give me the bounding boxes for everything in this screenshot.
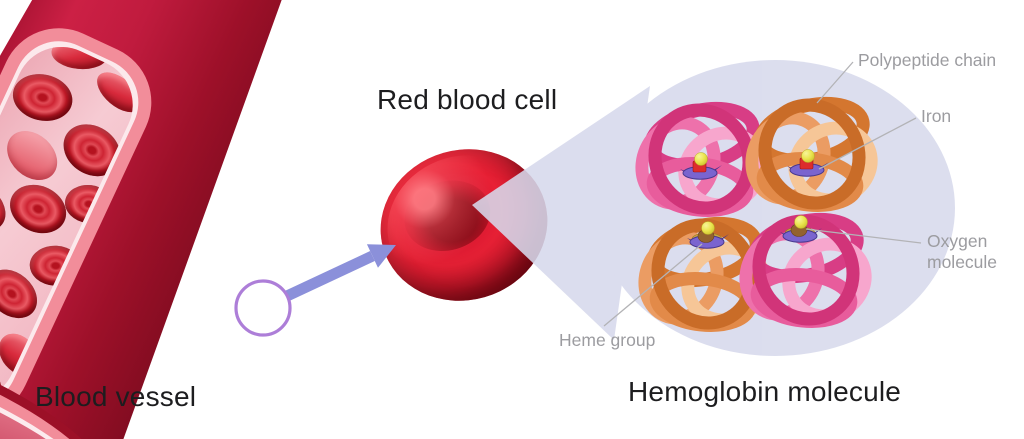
iron-label: Iron [921, 106, 952, 126]
red-blood-cell-small [2, 176, 74, 242]
heme-group-label: Heme group [559, 330, 656, 350]
oxygen-molecule-label: Oxygen molecule [927, 231, 998, 272]
polypeptide-chain-pink [635, 101, 768, 217]
red-blood-cell-illustration [362, 129, 566, 321]
leader-line [603, 243, 703, 327]
polypeptide-chain-label: Polypeptide chain [858, 50, 997, 70]
red-blood-cell-small [63, 182, 115, 226]
polypeptide-chain-pink [739, 212, 872, 328]
vessel-cutaway-window [0, 9, 170, 438]
blood-vessel-label: Blood vessel [35, 381, 197, 412]
heme-group-icon [680, 152, 722, 180]
red-blood-cell-label: Red blood cell [377, 84, 558, 115]
annotation-leader-lines [603, 61, 922, 327]
polypeptide-chain-orange [638, 216, 771, 332]
heme-group-icon [687, 221, 729, 249]
hemoglobin-molecule-label: Hemoglobin molecule [628, 376, 902, 407]
red-blood-cell-small [8, 68, 77, 126]
blood-vessel-illustration [0, 0, 349, 439]
polypeptide-chain-orange [745, 96, 878, 212]
leader-line [816, 61, 854, 104]
leader-line [805, 228, 922, 244]
heme-groups [680, 149, 829, 249]
polypeptide-chains-group [635, 96, 878, 332]
hemoglobin-blob-background [595, 60, 955, 356]
red-blood-cell-small [0, 121, 67, 190]
leader-line [818, 117, 917, 170]
vessel-lumen [0, 32, 148, 415]
zoom-arrow-icon [284, 244, 396, 301]
red-blood-cell-small [0, 326, 47, 383]
heme-group-icon [780, 215, 822, 243]
red-blood-cell-small [54, 114, 130, 187]
highlight-ring-icon [234, 279, 292, 337]
heme-group-icon [787, 149, 829, 177]
red-blood-cell-small [90, 65, 148, 120]
red-blood-cell-small [50, 37, 108, 72]
red-blood-cell-small [29, 244, 83, 287]
red-blood-cells-group [39, 32, 148, 83]
